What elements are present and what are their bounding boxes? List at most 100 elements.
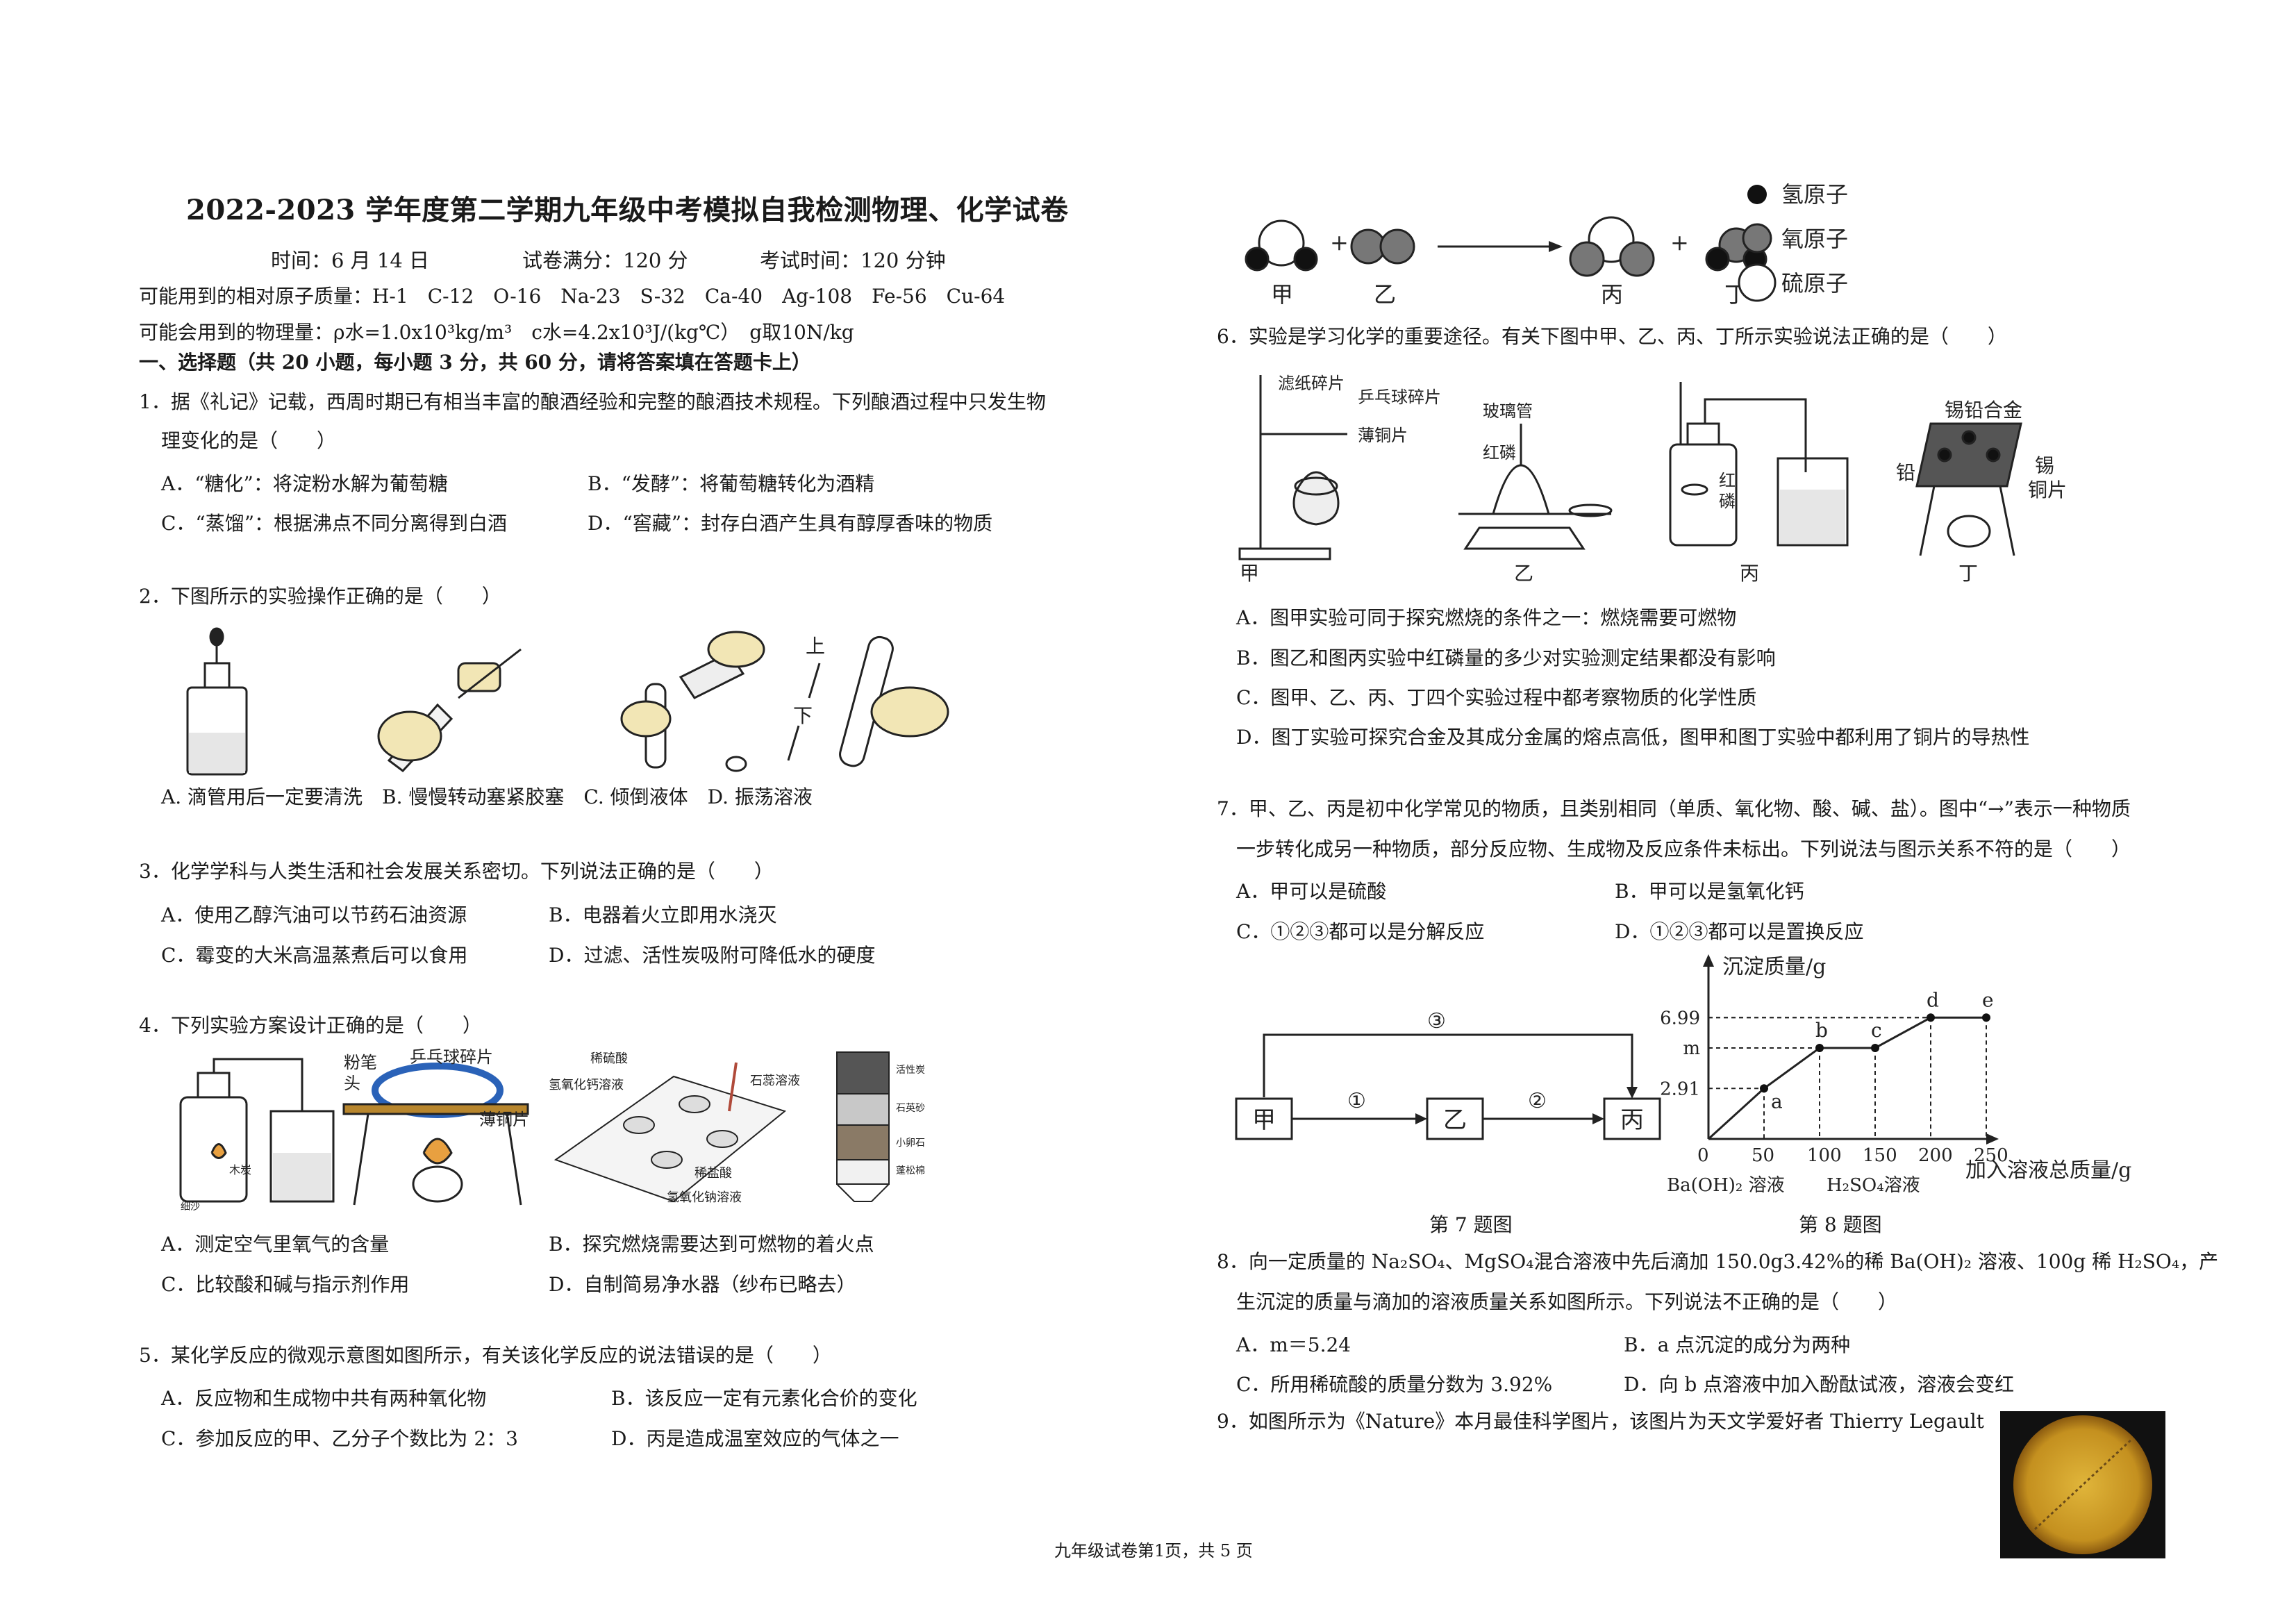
figure-yi bbox=[1458, 424, 1613, 550]
pebble-label: 小卵石 bbox=[896, 1138, 925, 1149]
full-score: 试卷满分：120 分 bbox=[522, 249, 688, 272]
q2-options[interactable]: A. 滴管用后一定要清洗 B. 慢慢转动塞紧胶塞 C. 倾倒液体 D. 振荡溶液 bbox=[161, 785, 813, 808]
x-tick-250: 250 bbox=[1974, 1145, 2008, 1166]
q6-option-a[interactable]: A．图甲实验可同于探究燃烧的条件之一：燃烧需要可燃物 bbox=[1236, 606, 1737, 629]
q4-option-b[interactable]: B．探究燃烧需要达到可燃物的着火点 bbox=[549, 1233, 874, 1256]
q8-option-a[interactable]: A．m＝5.24 bbox=[1236, 1333, 1351, 1356]
y-tick-m: m bbox=[1683, 1038, 1700, 1059]
q2-figures: 上 下 bbox=[186, 627, 949, 776]
q8-option-c[interactable]: C．所用稀硫酸的质量分数为 3.92% bbox=[1236, 1373, 1553, 1396]
q5-option-c[interactable]: C．参加反应的甲、乙分子个数比为 2：3 bbox=[161, 1427, 518, 1450]
q4-option-c[interactable]: C．比较酸和碱与指示剂作用 bbox=[161, 1273, 410, 1296]
page-title: 2022-2023 学年度第二学期九年级中考模拟自我检测物理、化学试卷 bbox=[186, 194, 1069, 226]
q1-option-d[interactable]: D．“窖藏”：封存白酒产生具有醇厚香味的物质 bbox=[588, 512, 993, 535]
chalk-head-label: 头 bbox=[344, 1074, 360, 1093]
fig-jia-label: 甲 bbox=[1240, 562, 1259, 585]
pingpong-label-q6: 乒乓球碎片 bbox=[1358, 388, 1441, 407]
pouring-figure bbox=[620, 631, 765, 772]
stopper-figure bbox=[377, 648, 522, 773]
q8-option-d[interactable]: D．向 b 点溶液中加入酚酞试液，溶液会变红 bbox=[1624, 1373, 2015, 1396]
q6-option-c[interactable]: C．图甲、乙、丙、丁四个实验过程中都考察物质的化学性质 bbox=[1236, 686, 1757, 709]
label-yi: 乙 bbox=[1374, 281, 1396, 308]
glass-tube-label: 玻璃管 bbox=[1483, 401, 1533, 421]
q7-option-a[interactable]: A．甲可以是硫酸 bbox=[1236, 880, 1387, 903]
q5-option-a[interactable]: A．反应物和生成物中共有两种氧化物 bbox=[161, 1387, 487, 1410]
legend-o: 氧原子 bbox=[1781, 226, 1848, 252]
q7-option-c[interactable]: C．①②③都可以是分解反应 bbox=[1236, 920, 1485, 943]
q4-option-d[interactable]: D．自制简易净水器（纱布已略去） bbox=[549, 1273, 856, 1296]
q2-stem: 2．下图所示的实验操作正确的是（ ） bbox=[139, 585, 501, 608]
q8-option-b[interactable]: B．a 点沉淀的成分为两种 bbox=[1624, 1333, 1851, 1356]
exam-duration: 考试时间：120 分钟 bbox=[760, 249, 946, 272]
ignition-point-figure bbox=[342, 1063, 529, 1206]
region-label-baoh2: Ba(OH)₂ 溶液 bbox=[1667, 1175, 1785, 1196]
label-up: 上 bbox=[806, 635, 825, 658]
box-yi bbox=[1426, 1097, 1484, 1140]
data-point-a bbox=[1760, 1084, 1768, 1093]
oxygen-measure-figure bbox=[179, 1058, 335, 1203]
q7-option-b[interactable]: B．甲可以是氢氧化钙 bbox=[1615, 880, 1804, 903]
quartz-label: 石英砂 bbox=[896, 1102, 925, 1114]
legend-s: 硫原子 bbox=[1781, 270, 1848, 297]
point-label-d: d bbox=[1927, 988, 1939, 1011]
q8-stem: 8．向一定质量的 Na₂SO₄、MgSO₄混合溶液中先后滴加 150.0g3.4… bbox=[1217, 1250, 2219, 1273]
q3-option-b[interactable]: B．电器着火立即用水浇灭 bbox=[549, 904, 777, 926]
q3-option-a[interactable]: A．使用乙醇汽油可以节药石油资源 bbox=[161, 904, 467, 926]
caoh2-label: 氢氧化钙溶液 bbox=[549, 1078, 624, 1092]
q3-stem: 3．化学学科与人类生活和社会发展关系密切。下列说法正确的是（ ） bbox=[139, 860, 774, 883]
figure-jia bbox=[1238, 375, 1347, 560]
q7-option-d[interactable]: D．①②③都可以是置换反应 bbox=[1615, 920, 1864, 943]
charcoal-label: 木炭 bbox=[229, 1163, 251, 1176]
q1-option-b[interactable]: B．“发酵”：将葡萄糖转化为酒精 bbox=[588, 472, 875, 495]
q1-option-a[interactable]: A．“糖化”：将淀粉水解为葡萄糖 bbox=[161, 472, 448, 495]
q1-stem-2: 理变化的是（ ） bbox=[161, 429, 337, 452]
region-label-h2so4: H₂SO₄溶液 bbox=[1827, 1175, 1920, 1196]
shaking-figure bbox=[787, 635, 949, 767]
legend-o-icon bbox=[1742, 223, 1772, 253]
x-axis-label: 加入溶液总质量/g bbox=[1965, 1158, 2131, 1183]
q4-option-a[interactable]: A．测定空气里氧气的含量 bbox=[161, 1233, 390, 1256]
box-jia bbox=[1235, 1097, 1293, 1140]
copper-label-ding: 铜片 bbox=[2028, 478, 2067, 501]
page-footer: 九年级试卷第1页，共 5 页 bbox=[1054, 1541, 1253, 1560]
y-axis-label: 沉淀质量/g bbox=[1722, 955, 1826, 979]
label-down: 下 bbox=[793, 704, 813, 727]
hcl-label: 稀盐酸 bbox=[694, 1166, 732, 1181]
molecule-jia bbox=[1245, 219, 1318, 272]
q3-option-c[interactable]: C．霉变的大米高温蒸煮后可以食用 bbox=[161, 944, 468, 967]
q5-option-b[interactable]: B．该反应一定有元素化合价的变化 bbox=[611, 1387, 917, 1410]
pingpong-label-q4: 乒乓球碎片 bbox=[410, 1049, 493, 1067]
q6-option-d[interactable]: D．图丁实验可探究合金及其成分金属的熔点高低，图甲和图丁实验中都利用了铜片的导热… bbox=[1236, 726, 2030, 749]
q1-option-c[interactable]: C．“蒸馏”：根据沸点不同分离得到白酒 bbox=[161, 512, 508, 535]
y-tick-2.91: 2.91 bbox=[1660, 1079, 1700, 1099]
q7-yi: 乙 bbox=[1443, 1106, 1467, 1134]
x-tick-0: 0 bbox=[1697, 1145, 1709, 1166]
figure-ding bbox=[1915, 422, 2022, 556]
section-heading: 一、选择题（共 20 小题，每小题 3 分，共 60 分，请将答案填在答题卡上） bbox=[139, 351, 811, 374]
data-point-c bbox=[1871, 1044, 1879, 1052]
alloy-label: 锡铅合金 bbox=[1945, 399, 2022, 422]
q7-stem: 7．甲、乙、丙是初中化学常见的物质，且类别相同（单质、氧化物、酸、碱、盐）。图中… bbox=[1217, 797, 2131, 820]
q3-option-d[interactable]: D．过滤、活性炭吸附可降低水的硬度 bbox=[549, 944, 876, 967]
q6-figures: 甲 滤纸碎片 乒乓球碎片 薄铜片 乙 玻璃管 红磷 丙 红 磷 丁 锡铅合金 铅… bbox=[1238, 374, 2067, 585]
q7-r3: ③ bbox=[1427, 1009, 1446, 1033]
exam-date: 时间：6 月 14 日 bbox=[271, 249, 430, 272]
q6-stem: 6．实验是学习化学的重要途径。有关下图中甲、乙、丙、丁所示实验说法正确的是（ ） bbox=[1217, 325, 2007, 348]
dilute-h2so4-label: 稀硫酸 bbox=[590, 1051, 628, 1066]
q5-option-d[interactable]: D．丙是造成温室效应的气体之一 bbox=[611, 1427, 899, 1450]
label-jia: 甲 bbox=[1271, 281, 1293, 308]
lead-label: 铅 bbox=[1896, 461, 1915, 484]
x-tick-200: 200 bbox=[1918, 1145, 1953, 1166]
figure-bing bbox=[1669, 382, 1849, 547]
water-purifier-figure bbox=[836, 1051, 890, 1202]
litmus-label: 石蕊溶液 bbox=[750, 1074, 800, 1088]
q7-caption: 第 7 题图 bbox=[1429, 1213, 1513, 1236]
q8-caption: 第 8 题图 bbox=[1799, 1213, 1882, 1236]
legend-h: 氢原子 bbox=[1781, 181, 1848, 208]
fig-bing-label: 丙 bbox=[1740, 562, 1759, 585]
red-p-label-1: 红磷 bbox=[1483, 443, 1516, 463]
q6-option-b[interactable]: B．图乙和图丙实验中红磷量的多少对实验测定结果都没有影响 bbox=[1236, 647, 1776, 669]
q7-diagram: 甲 乙 丙 ① ② ③ bbox=[1235, 1009, 1661, 1140]
label-bing: 丙 bbox=[1601, 281, 1623, 308]
